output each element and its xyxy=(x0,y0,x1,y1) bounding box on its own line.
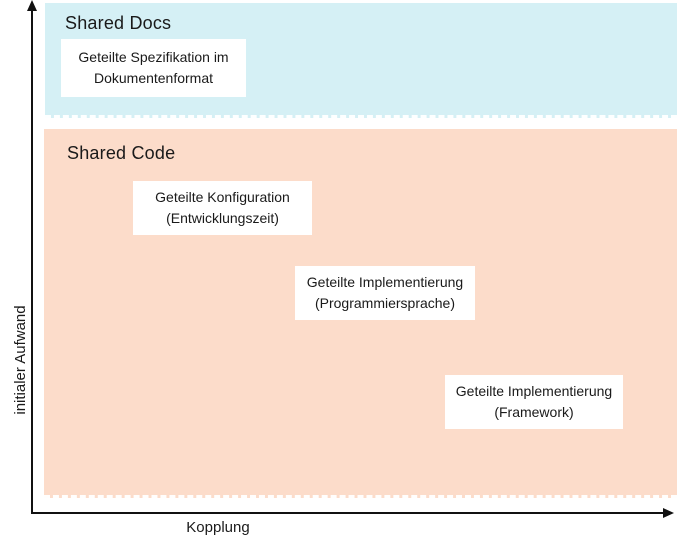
node-geteilte-implementierung-programmiersprache: Geteilte Implementierung (Programmierspr… xyxy=(295,266,475,320)
y-axis-line xyxy=(31,6,33,513)
node-geteilte-konfiguration: Geteilte Konfiguration (Entwicklungszeit… xyxy=(133,181,312,235)
node-geteilte-implementierung-framework: Geteilte Implementierung (Framework) xyxy=(445,375,623,429)
region-title-shared-code: Shared Code xyxy=(67,143,176,163)
y-axis-label: initialer Aufwand xyxy=(12,305,29,415)
x-axis-label: Kopplung xyxy=(186,519,250,536)
y-axis-arrow-icon xyxy=(27,0,37,11)
x-axis-line xyxy=(31,512,665,514)
x-axis-arrow-icon xyxy=(663,508,674,518)
region-title-shared-docs: Shared Docs xyxy=(65,13,172,33)
node-geteilte-spezifikation: Geteilte Spezifikation im Dokumentenform… xyxy=(61,39,246,97)
